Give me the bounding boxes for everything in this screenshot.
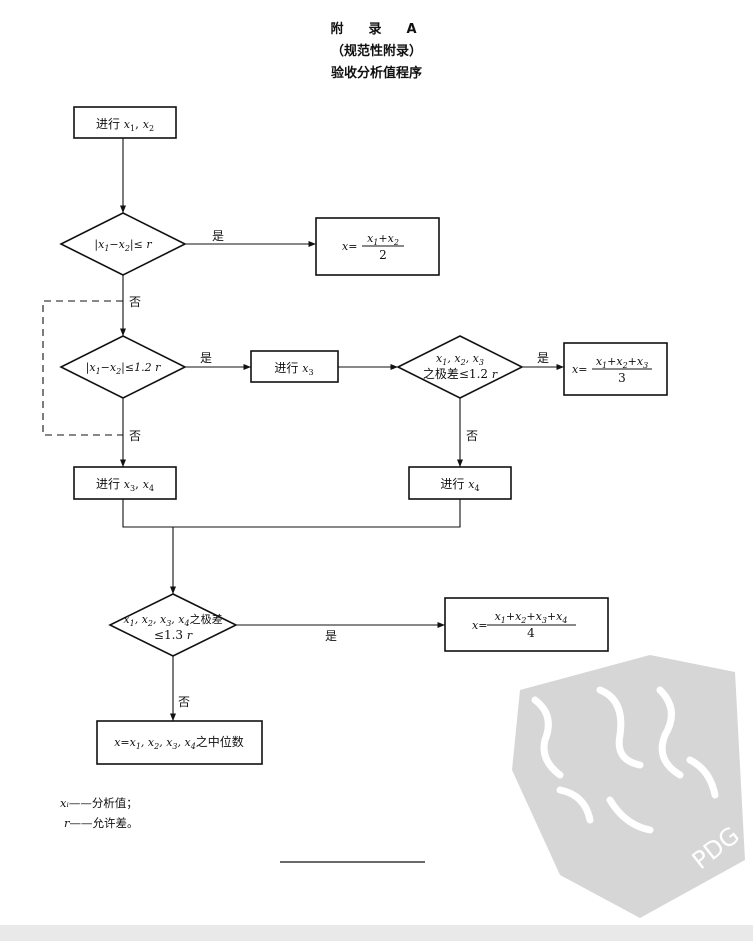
- result-box-4: [96, 720, 263, 765]
- yes-label-2: 是: [200, 351, 212, 365]
- start-box: [73, 106, 177, 139]
- result-1-x: x=: [342, 240, 357, 253]
- appendix-subtitle: （规范性附录）: [330, 44, 422, 59]
- result-3-x: x=: [472, 619, 487, 632]
- legend-desc-r: ——允许差。: [69, 816, 139, 830]
- decision-4-line2: ≤1.3 r: [154, 628, 193, 642]
- run-x3x4-box: [73, 466, 177, 500]
- result-box-2: [563, 342, 668, 396]
- bottom-strip: [0, 925, 753, 941]
- svg-text:4: 4: [527, 626, 535, 640]
- yes-label-1: 是: [212, 229, 224, 243]
- decision-3-line1: x1, x2, x3: [436, 352, 484, 367]
- decision-1-label: |x1−x2|≤ r: [94, 238, 152, 253]
- legend-desc-xi: ——分析值；: [68, 796, 138, 810]
- decision-2-label: |x1−x2|≤1.2 r: [86, 361, 161, 376]
- decision-4-line1: x1, x2, x3, x4之极差: [123, 612, 222, 628]
- no-label-1: 否: [129, 295, 141, 309]
- result-4-label: x=x1, x2, x3, x4之中位数: [114, 734, 244, 751]
- svg-text:x1+x2+x3+x4: x1+x2+x3+x4: [495, 610, 568, 625]
- result-2-x: x=: [572, 363, 587, 376]
- no-label-4: 否: [178, 695, 190, 709]
- svg-text:3: 3: [618, 371, 626, 385]
- no-label-2: 否: [129, 429, 141, 443]
- no-label-3: 否: [466, 429, 478, 443]
- legend-symbol-r: r: [64, 816, 70, 830]
- run-x3-label: 进行 x3: [274, 361, 313, 377]
- yes-label-3: 是: [537, 351, 549, 365]
- svg-text:x1+x2: x1+x2: [367, 232, 399, 247]
- start-label: 进行 x1, x2: [96, 117, 154, 133]
- run-x4-label: 进行 x4: [440, 477, 479, 493]
- decision-3-line2: 之极差≤1.2 r: [423, 367, 498, 381]
- legend-symbol-xi: xᵢ: [60, 796, 69, 810]
- legend-item-r: r——允许差。: [64, 815, 139, 831]
- run-x3x4-label: 进行 x3, x4: [96, 477, 154, 493]
- watermark-seal: PDG: [512, 655, 745, 918]
- result-box-1: [315, 217, 440, 276]
- appendix-heading: 验收分析值程序: [330, 66, 422, 81]
- dashed-loop: [42, 300, 123, 436]
- svg-text:x1+x2+x3: x1+x2+x3: [596, 355, 648, 370]
- svg-text:2: 2: [379, 248, 387, 262]
- appendix-title: 附 录 A: [330, 22, 423, 37]
- legend-item-xi: xᵢ——分析值；: [60, 795, 138, 811]
- yes-label-4: 是: [325, 629, 337, 643]
